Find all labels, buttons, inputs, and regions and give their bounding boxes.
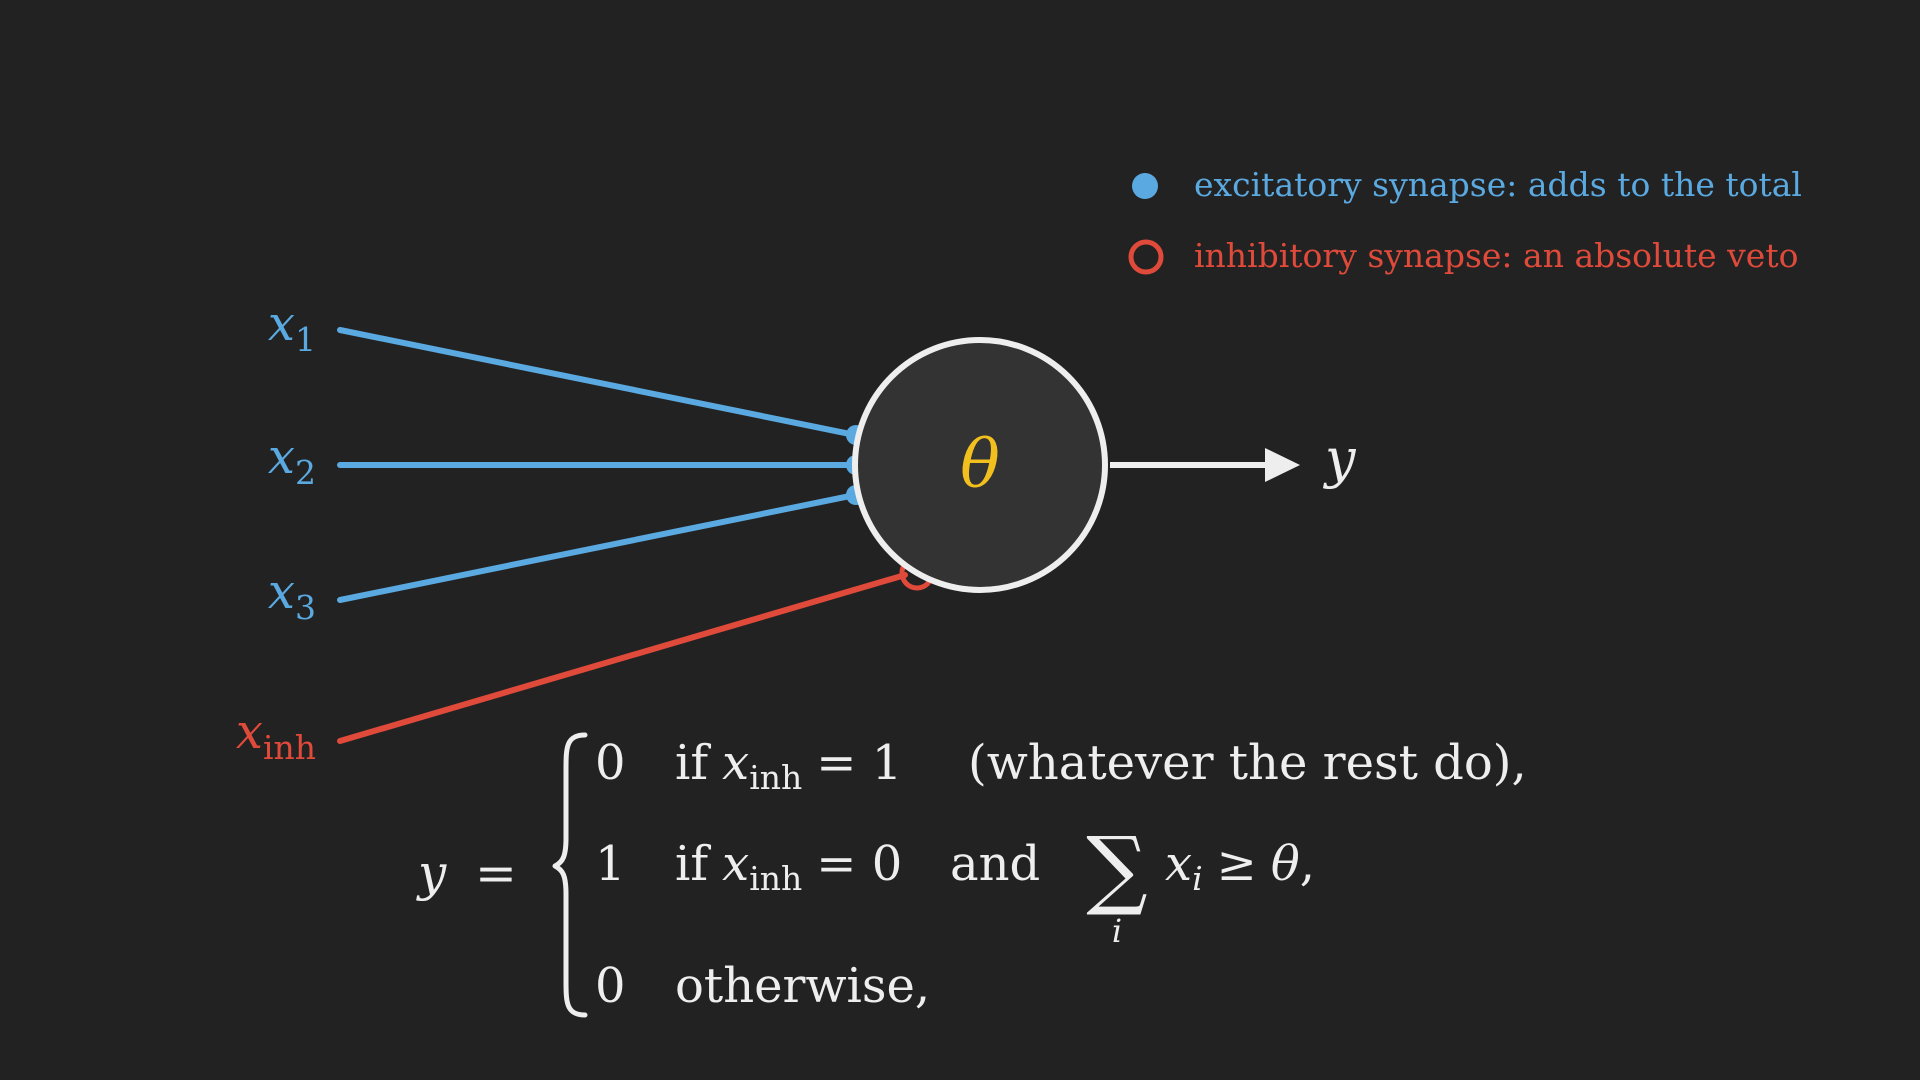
- output-label: y: [1323, 427, 1357, 490]
- legend-excitatory-dot: [1132, 173, 1158, 199]
- input-line-xinh: [337, 572, 908, 744]
- legend-inhibitory-text: inhibitory synapse: an absolute veto: [1194, 236, 1798, 275]
- case3-value: 0: [595, 958, 626, 1014]
- legend: excitatory synapse: adds to the total in…: [1128, 165, 1802, 275]
- case2-sum-term: xi≥θ,: [1165, 836, 1315, 898]
- case1-value: 0: [595, 735, 626, 791]
- neuron-body: [852, 337, 1108, 593]
- summation-symbol: ∑: [1086, 819, 1147, 919]
- case2-value: 1: [595, 836, 626, 892]
- legend-excitatory-text: excitatory synapse: adds to the total: [1194, 165, 1802, 204]
- input-label-x3: x3: [268, 564, 316, 627]
- input-label-xinh: xinh: [236, 704, 316, 767]
- input-line-x1: [337, 327, 858, 438]
- input-line-x3: [337, 492, 858, 603]
- output-arrowhead: [1265, 448, 1300, 482]
- input-label-x2: x2: [268, 429, 316, 492]
- case2-and: and: [950, 836, 1040, 892]
- equation-lhs: y: [416, 844, 447, 902]
- summation-index: i: [1112, 912, 1122, 950]
- equation-brace: [552, 732, 588, 1018]
- threshold-label: θ: [960, 426, 1000, 503]
- case1-note: (whatever the rest do),: [968, 735, 1527, 791]
- input-label-x1: x1: [268, 296, 316, 359]
- case3-condition: otherwise,: [675, 958, 930, 1014]
- equation-equals: =: [475, 844, 517, 902]
- legend-inhibitory-ring: [1128, 239, 1164, 275]
